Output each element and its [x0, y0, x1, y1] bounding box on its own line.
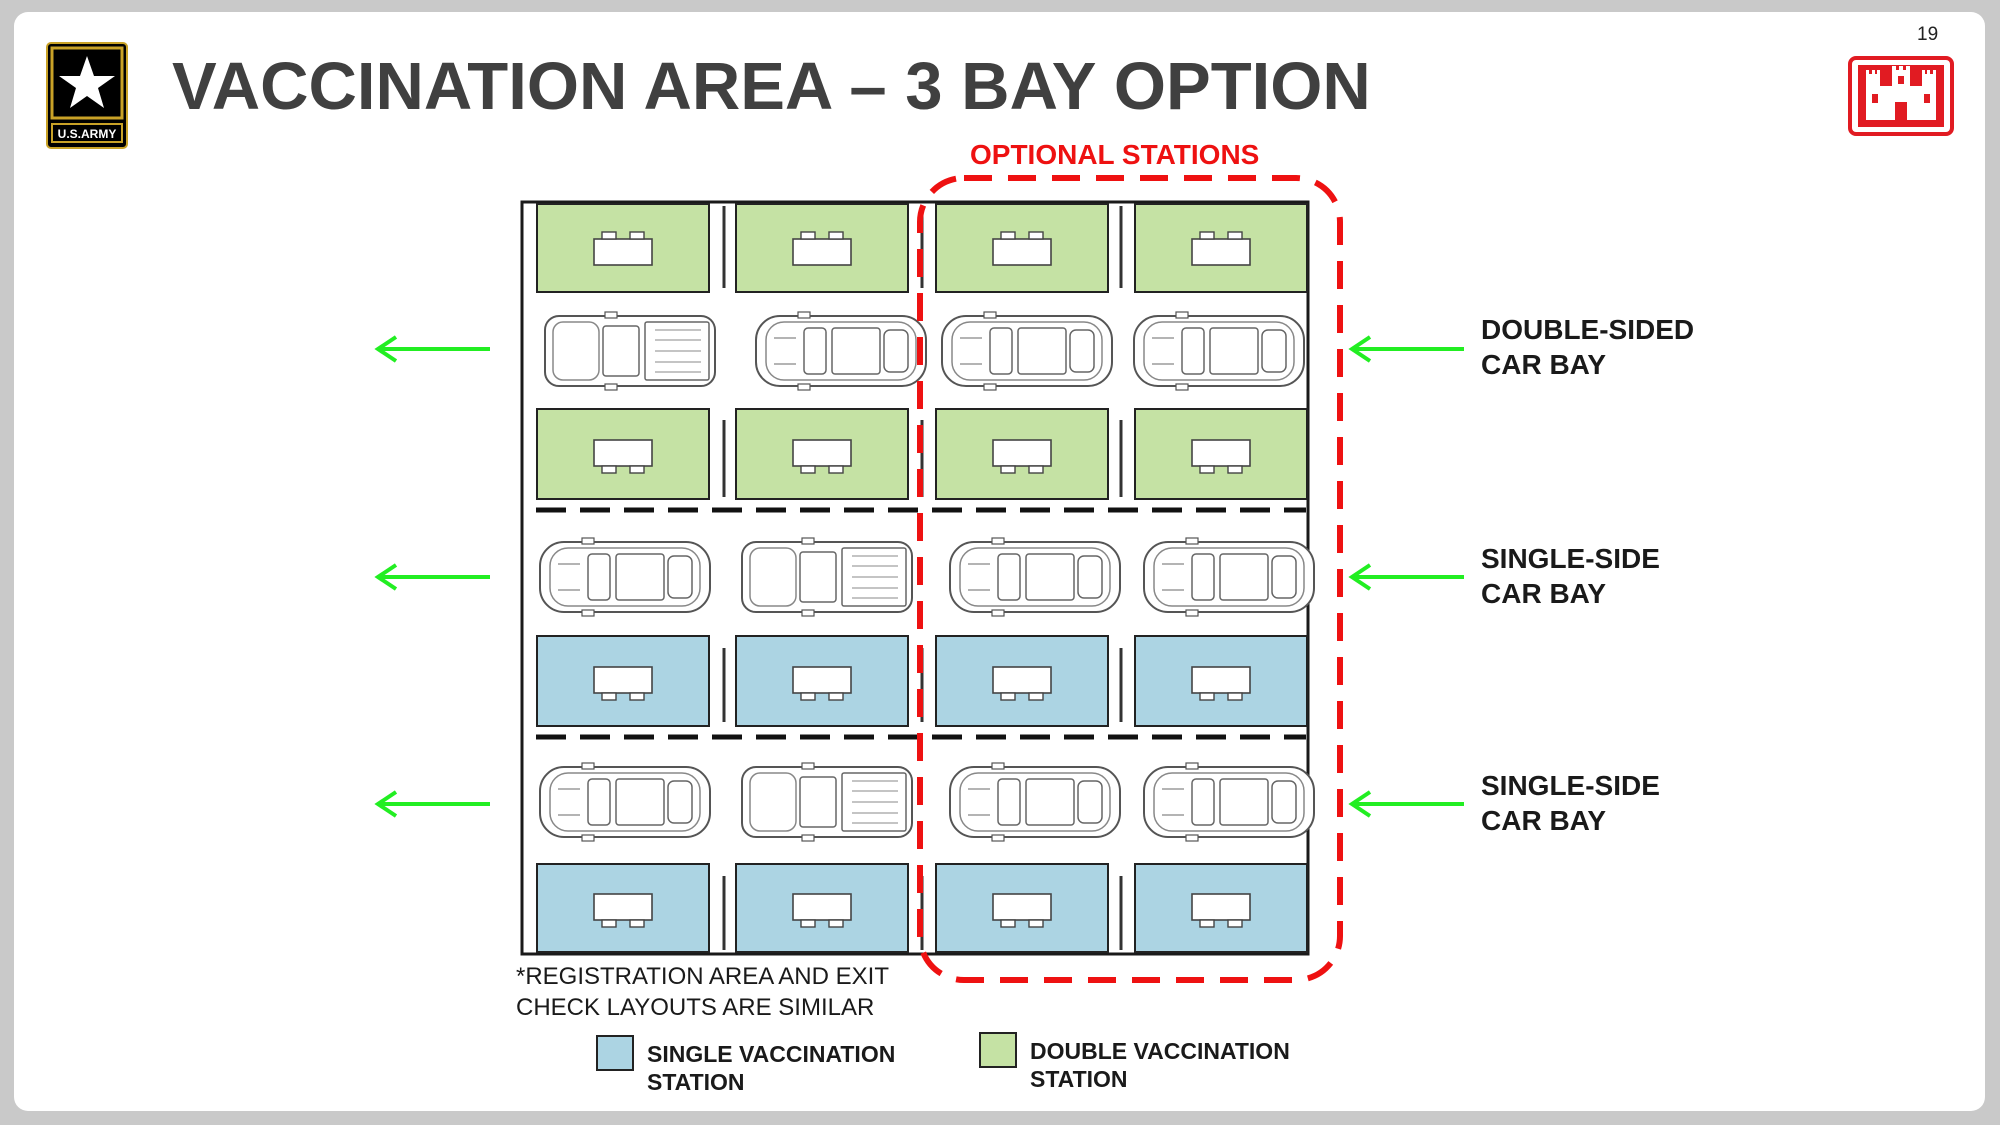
bay-label-line2: CAR BAY — [1481, 349, 1606, 380]
legend-single-label: SINGLE VACCINATION STATION — [647, 1040, 895, 1096]
car — [941, 311, 1113, 391]
page-number: 19 — [1917, 24, 1939, 45]
optional-stations-label: OPTIONAL STATIONS — [970, 139, 1260, 170]
cars — [539, 311, 1315, 842]
car — [1143, 762, 1315, 842]
car — [539, 537, 711, 617]
arrow-left-icon — [1348, 563, 1372, 591]
legend-double-line2: STATION — [1030, 1066, 1128, 1092]
legend-single-line2: STATION — [647, 1069, 745, 1095]
bay-label-line1: DOUBLE-SIDED — [1481, 314, 1695, 345]
bay-label-double-sided: DOUBLE-SIDED CAR BAY — [1481, 312, 1694, 382]
legend-double-label: DOUBLE VACCINATION STATION — [1030, 1037, 1290, 1093]
bay-label-line1: SINGLE-SIDE — [1481, 770, 1660, 801]
car — [1143, 537, 1315, 617]
bay-label-line2: CAR BAY — [1481, 805, 1606, 836]
entry-arrows — [1348, 335, 1464, 818]
army-logo-text: U.S.ARMY — [58, 127, 117, 141]
note-line2: CHECK LAYOUTS ARE SIMILAR — [516, 994, 875, 1021]
note-line1: *REGISTRATION AREA AND EXIT — [516, 963, 889, 990]
arrow-left-icon — [374, 335, 398, 363]
army-star-icon — [59, 56, 115, 108]
arrow-left-icon — [1348, 335, 1372, 363]
car — [741, 537, 913, 617]
arrow-left-icon — [374, 563, 398, 591]
arrow-left-icon — [1348, 790, 1372, 818]
page-title: VACCINATION AREA – 3 BAY OPTION — [172, 49, 1371, 124]
bay-label-single-side-1: SINGLE-SIDE CAR BAY — [1481, 541, 1660, 611]
legend-single-swatch — [596, 1035, 634, 1071]
car — [1133, 311, 1305, 391]
car — [544, 311, 716, 391]
bay-label-line1: SINGLE-SIDE — [1481, 543, 1660, 574]
car — [755, 311, 927, 391]
optional-stations-outline — [917, 175, 1343, 983]
car — [741, 762, 913, 842]
legend-single-line1: SINGLE VACCINATION — [647, 1041, 896, 1067]
arrow-left-icon — [374, 790, 398, 818]
layout-note: *REGISTRATION AREA AND EXIT CHECK LAYOUT… — [516, 961, 889, 1023]
double-station — [536, 203, 710, 293]
car — [539, 762, 711, 842]
exit-arrows — [374, 335, 490, 818]
bay-label-line2: CAR BAY — [1481, 578, 1606, 609]
bay-label-single-side-2: SINGLE-SIDE CAR BAY — [1481, 768, 1660, 838]
legend-double-swatch — [979, 1032, 1017, 1068]
legend-double-line1: DOUBLE VACCINATION — [1030, 1038, 1290, 1064]
usace-logo — [1848, 56, 1954, 136]
car — [949, 762, 1121, 842]
car — [949, 537, 1121, 617]
army-logo: U.S.ARMY — [46, 42, 128, 149]
